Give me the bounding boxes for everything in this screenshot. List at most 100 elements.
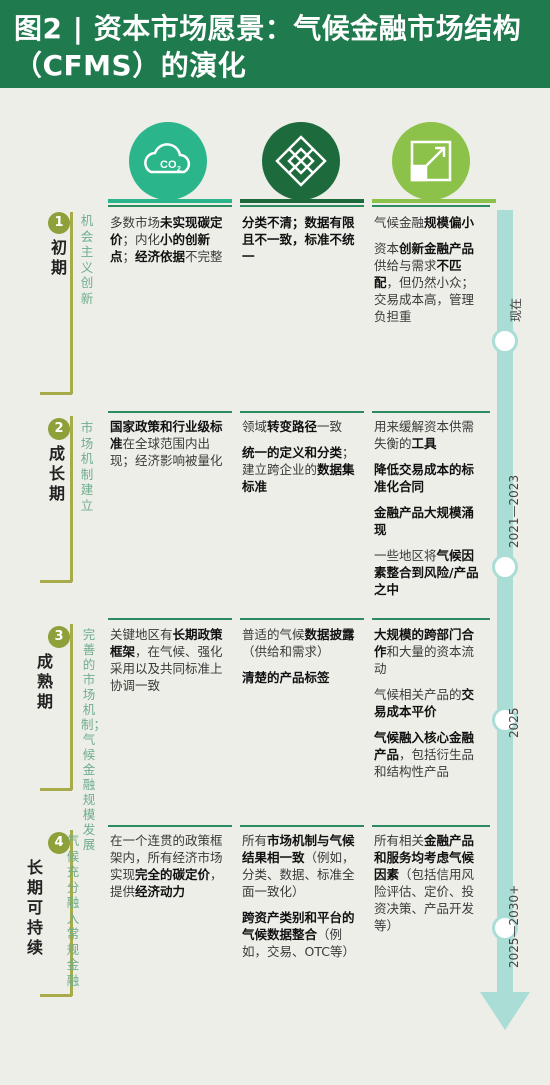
emphasis-text: 大规模的跨部门合作 <box>374 627 475 659</box>
stage-3-bar-2 <box>240 618 364 620</box>
header-banner: 图2 | 资本市场愿景：气候金融市场结构（CFMS）的演化 <box>0 0 550 88</box>
body-text: 不完整 <box>185 249 223 264</box>
cell-paragraph: 气候金融规模偏小 <box>374 214 484 231</box>
body-text: 气候金融 <box>374 215 425 230</box>
svg-text:CO: CO <box>160 159 177 171</box>
emphasis-text: 气候因素整合到风险/产品之中 <box>374 548 479 597</box>
stage-4-bracket <box>70 830 76 996</box>
stage-1-col-3: 气候金融规模偏小资本创新金融产品供给与需求不匹配，但仍然小众；交易成本高，管理负… <box>374 214 484 334</box>
stage-4-name: 长期可持续 <box>26 858 43 957</box>
stage-4-bar-1 <box>108 825 232 827</box>
stage-2-col-2: 领域转变路径一致统一的定义和分类；建立跨企业的数据集标准 <box>242 418 362 504</box>
body-text: ，但仍然小众；交易成本高，管理负担重 <box>374 275 475 324</box>
emphasis-text: 规模偏小 <box>424 215 475 230</box>
stage-4-number: 4 <box>48 832 70 854</box>
stage-3-col-1: 关键地区有长期政策框架，在气候、强化采用以及共同标准上协调一致 <box>110 626 232 703</box>
stage-4-bar-3 <box>372 825 490 827</box>
stage-4-bar-2 <box>240 825 364 827</box>
column-divider-1 <box>108 199 232 203</box>
stage-2-col-3: 用来缓解资本供需失衡的工具降低交易成本的标准化合同金融产品大规模涌现一些地区将气… <box>374 418 484 607</box>
stage-1-col-2: 分类不清；数据有限且不一致，标准不统一 <box>242 214 362 274</box>
body-text: 关键地区有 <box>110 627 173 642</box>
stage-2-col-1: 国家政策和行业级标准在全球范围内出现；经济影响被量化 <box>110 418 232 478</box>
stage-1-bracket-tick <box>40 392 72 395</box>
timeline-marker-now <box>492 328 518 354</box>
stage-2-number: 2 <box>48 418 70 440</box>
emphasis-text: 交易成本平价 <box>374 687 475 719</box>
emphasis-text: 金融产品和服务均考虑气候因素 <box>374 833 475 882</box>
classification-icon <box>262 122 340 200</box>
cell-paragraph: 跨资产类别和平台的气候数据整合（例如，交易、OTC等） <box>242 909 362 960</box>
timeline-marker-2021 <box>492 554 518 580</box>
emphasis-text: 金融产品大规模涌现 <box>374 505 475 537</box>
stage-1-name: 初期 <box>50 238 67 277</box>
cell-paragraph: 用来缓解资本供需失衡的工具 <box>374 418 484 452</box>
stage-4-subtitle: 气候充分融入常规金融 <box>66 833 80 988</box>
emphasis-text: 数据披露 <box>304 627 355 642</box>
expand-icon <box>392 122 470 200</box>
body-text: 气候相关产品的 <box>374 687 462 702</box>
emphasis-text: 转变路径 <box>267 419 318 434</box>
stage-3-bar-3 <box>372 618 490 620</box>
stage-4-col-1: 在一个连贯的政策框架内，所有经济市场实现完全的碳定价，提供经济动力 <box>110 832 232 909</box>
body-text: 一致 <box>317 419 343 434</box>
emphasis-text: 完全的碳定价 <box>135 867 211 882</box>
page-title: 图2 | 资本市场愿景：气候金融市场结构（CFMS）的演化 <box>14 12 522 82</box>
cell-paragraph: 所有市场机制与气候结果相一致（例如，分类、数据、标准全面一致化） <box>242 832 362 900</box>
stage-4-col-2: 所有市场机制与气候结果相一致（例如，分类、数据、标准全面一致化） 跨资产类别和平台… <box>242 832 362 969</box>
stage-3-number: 3 <box>48 626 70 648</box>
body-text: 在一个连贯的政策框架内，所有经济市场实现 <box>110 833 223 882</box>
stage-1-number: 1 <box>48 212 70 234</box>
cell-paragraph: 多数市场未实现碳定价；内化小的创新点；经济依据不完整 <box>110 214 232 265</box>
body-text: ； <box>122 249 136 264</box>
stage-1-bar-2 <box>240 205 364 207</box>
emphasis-text: 清楚的产品标签 <box>242 670 330 685</box>
cell-paragraph: 分类不清；数据有限且不一致，标准不统一 <box>242 214 362 265</box>
body-text: 所有相关 <box>374 833 425 848</box>
emphasis-text: 分类不清；数据有限且不一致，标准不统一 <box>242 215 355 264</box>
stage-3-subtitle: 完善的市场机制；气候金融规模发展 <box>63 627 107 852</box>
emphasis-text: 不匹配 <box>374 258 462 290</box>
stage-3-bracket-tick <box>40 788 72 791</box>
timeline-label-now: 现在 <box>509 297 523 322</box>
body-text: ；内化 <box>122 232 161 247</box>
body-text: 一些地区将 <box>374 548 437 563</box>
stage-2-subtitle: 市场机制建立 <box>80 420 94 513</box>
cell-paragraph: 金融产品大规模涌现 <box>374 504 484 538</box>
stage-2-name: 成长期 <box>48 444 65 503</box>
cell-paragraph: 一些地区将气候因素整合到风险/产品之中 <box>374 547 484 598</box>
stage-1-bar-3 <box>372 205 490 207</box>
cell-paragraph: 领域转变路径一致 <box>242 418 362 435</box>
emphasis-text: 工具 <box>411 436 437 451</box>
emphasis-text: 长期政策框架 <box>110 627 223 659</box>
body-text: ，提供 <box>110 867 223 899</box>
cell-paragraph: 国家政策和行业级标准在全球范围内出现；经济影响被量化 <box>110 418 232 469</box>
body-text: ；建立跨企业的 <box>242 445 355 477</box>
stage-3-subtitle-text: 完善的市场机制；气候金融规模发展 <box>81 627 107 852</box>
cell-paragraph: 关键地区有长期政策框架，在气候、强化采用以及共同标准上协调一致 <box>110 626 232 694</box>
timeline-marker-2025 <box>492 707 518 733</box>
stage-4-col-3: 所有相关金融产品和服务均考虑气候因素（包括信用风险评估、定价、投资决策、产品开发… <box>374 832 484 943</box>
body-text: 用来缓解资本供需失衡的 <box>374 419 475 451</box>
emphasis-text: 经济依据 <box>135 249 186 264</box>
body-text: 普适的气候 <box>242 627 305 642</box>
emphasis-text: 市场机制与气候结果相一致 <box>242 833 355 865</box>
body-text: （例如，交易、OTC等） <box>242 927 355 959</box>
cell-paragraph: 气候融入核心金融产品，包括衍生品和结构性产品 <box>374 729 484 780</box>
timeline-label-2021: 2021—2023 <box>507 474 521 548</box>
emphasis-text: 跨资产类别和平台的气候数据整合 <box>242 910 355 942</box>
emphasis-text: 降低交易成本的标准化合同 <box>374 462 475 494</box>
body-text: ，在气候、强化采用以及共同标准上协调一致 <box>110 644 223 693</box>
cell-paragraph: 清楚的产品标签 <box>242 669 362 686</box>
column-divider-3 <box>372 199 496 203</box>
stage-3-bar-1 <box>108 618 232 620</box>
stage-3-bracket <box>70 624 76 790</box>
timeline-marker-2030 <box>492 915 518 941</box>
cell-paragraph: 所有相关金融产品和服务均考虑气候因素（包括信用风险评估、定价、投资决策、产品开发… <box>374 832 484 934</box>
body-text: 供给与需求 <box>374 258 437 273</box>
body-text: ，包括衍生品和结构性产品 <box>374 747 475 779</box>
emphasis-text: 气候融入核心金融产品 <box>374 730 475 762</box>
stage-3-col-3: 大规模的跨部门合作和大量的资本流动气候相关产品的交易成本平价气候融入核心金融产品… <box>374 626 484 789</box>
stage-1-bar-1 <box>108 205 232 207</box>
emphasis-text: 经济动力 <box>135 884 186 899</box>
